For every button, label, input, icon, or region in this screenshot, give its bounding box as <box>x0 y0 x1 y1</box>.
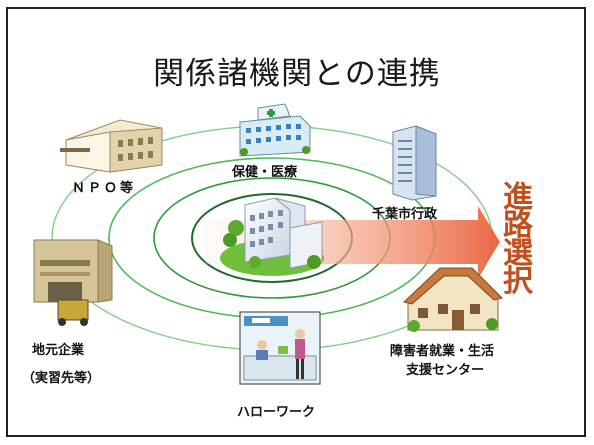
label-company-2: （実習先等） <box>22 371 101 386</box>
hospital-icon <box>239 103 311 157</box>
label-company-1: 地元企業 <box>32 343 85 358</box>
career-char-4: 択 <box>503 264 533 299</box>
career-char-3: 選 <box>503 236 533 271</box>
school-icon <box>220 197 324 276</box>
label-npo: ＮＰＯ等 <box>72 181 137 196</box>
label-support-2: 支援センター <box>406 363 485 378</box>
npo-building-icon <box>60 119 163 173</box>
slide-frame <box>6 7 586 437</box>
label-health: 保健・医療 <box>232 165 298 180</box>
career-choice-text: 進 路 選 択 <box>500 180 536 299</box>
factory-icon <box>33 239 113 326</box>
hellowork-office-icon <box>239 311 321 385</box>
career-char-1: 進 <box>503 180 533 215</box>
label-support-1: 障害者就業・生活 <box>390 344 495 359</box>
support-center-icon <box>402 267 503 332</box>
career-char-2: 路 <box>503 208 533 243</box>
city-office-icon <box>392 125 437 201</box>
label-city: 千葉市行政 <box>372 207 438 222</box>
slide-title: 関係諸機関との連携 <box>153 56 441 92</box>
label-hellowork: ハローワーク <box>237 405 316 420</box>
